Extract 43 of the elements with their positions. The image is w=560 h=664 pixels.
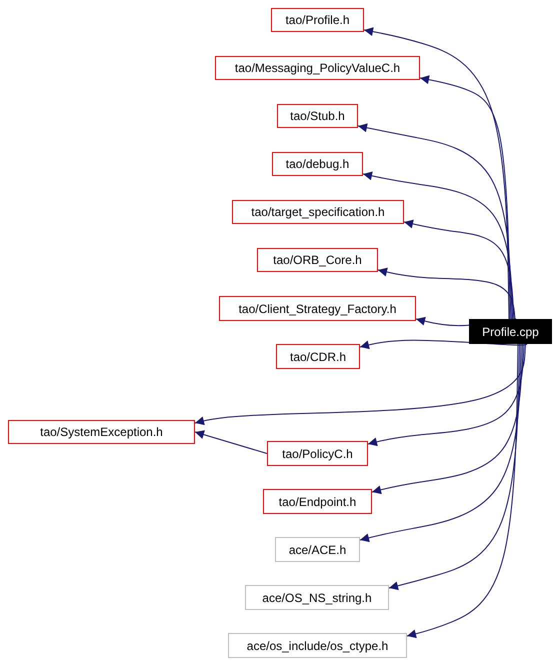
arrow: [378, 268, 516, 320]
file-name: tao/Messaging_PolicyValueC.h: [234, 61, 400, 75]
file-name: tao/SystemException.h: [40, 425, 163, 439]
file-box: [276, 344, 360, 369]
file-box-highlighted: [469, 319, 552, 344]
file-name: tao/Profile.h: [285, 13, 350, 27]
file-name: tao/target_specification.h: [251, 205, 385, 219]
arrow: [404, 220, 514, 320]
arrow: [358, 123, 512, 320]
arrow: [194, 344, 526, 426]
file-name: ace/ACE.h: [288, 542, 346, 556]
file-box: [271, 8, 364, 32]
file-box: [267, 441, 368, 466]
file-box: [215, 56, 420, 80]
arrow: [368, 344, 524, 446]
file-box: [275, 537, 360, 562]
arrow: [194, 430, 268, 454]
arrow: [388, 344, 520, 590]
arrow: [406, 344, 518, 638]
arrow: [372, 344, 523, 494]
file-box: [257, 248, 378, 272]
file-box: [8, 420, 195, 444]
file-name: tao/ORB_Core.h: [273, 253, 362, 267]
file-name: ace/OS_NS_string.h: [262, 590, 372, 604]
file-name: ace/os_include/os_ctype.h: [246, 638, 388, 652]
file-name: tao/PolicyC.h: [282, 446, 353, 460]
file-box: [272, 152, 363, 176]
file-name: tao/Stub.h: [290, 109, 345, 123]
arrow: [420, 75, 511, 320]
file-box: [232, 200, 404, 224]
file-box: [219, 296, 416, 321]
file-box: [245, 585, 389, 610]
file-box: [277, 104, 358, 128]
arrow: [362, 171, 514, 320]
arrow: [364, 27, 510, 320]
file-box: [228, 633, 407, 658]
file-name: tao/Endpoint.h: [278, 494, 356, 508]
file-name: Profile.cpp: [482, 324, 539, 338]
file-name: tao/CDR.h: [290, 350, 346, 364]
arrow: [360, 344, 522, 542]
file-box: [263, 489, 372, 514]
file-name: tao/debug.h: [286, 157, 350, 171]
file-name: tao/Client_Strategy_Factory.h: [238, 302, 396, 316]
